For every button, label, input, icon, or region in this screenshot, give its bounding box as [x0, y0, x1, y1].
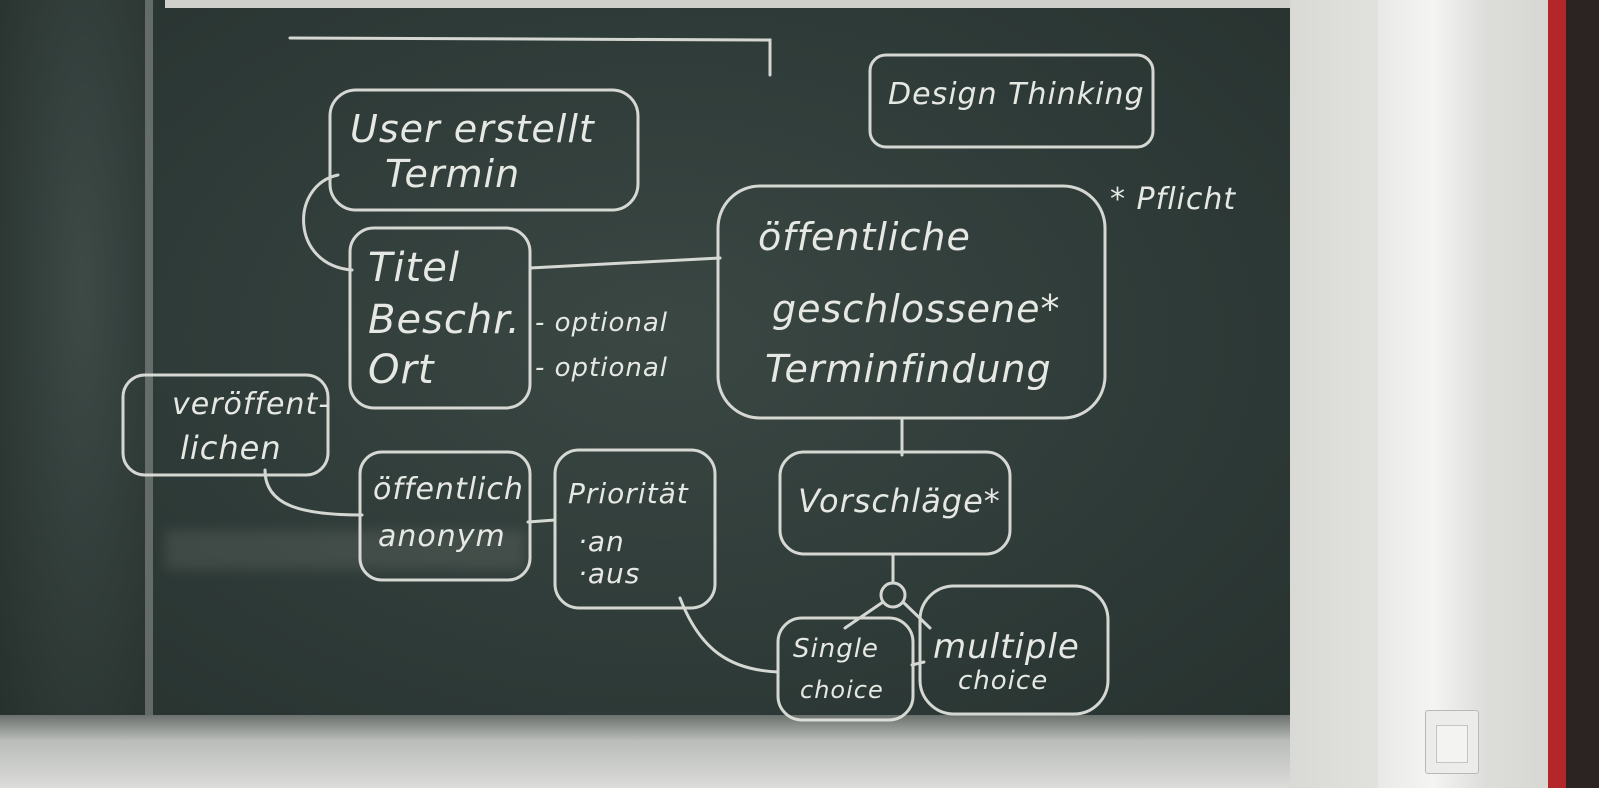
note-design-thinking: Design Thinking [888, 77, 1145, 112]
box-multiple-choice [918, 584, 1110, 716]
link-titel-public [528, 256, 722, 270]
note-titel: Titel [368, 245, 460, 291]
note-oeffentlich: öffentlich [373, 472, 524, 507]
link-prio-single [678, 596, 780, 674]
note-beschr: Beschr. [368, 297, 521, 343]
link-ver-oeff [263, 468, 364, 517]
note-single: Single [793, 634, 879, 664]
box-oeffentlich-anonym [358, 450, 532, 582]
box-vorschlaege [778, 450, 1012, 556]
box-public-closed [716, 184, 1107, 420]
chalkboard-left-panel [0, 0, 165, 725]
chalk-smear [165, 530, 525, 570]
chalk-ledge [0, 715, 1290, 788]
link-user-titel [302, 173, 354, 272]
link-or-single [843, 600, 885, 630]
note-terminfindung: Terminfindung [765, 347, 1052, 391]
note-user-creates: User erstellt [350, 107, 595, 151]
box-veroeffentlichen [121, 373, 330, 477]
note-choice-1: choice [800, 676, 884, 704]
box-titel [348, 226, 532, 410]
dark-door-edge [1566, 0, 1599, 788]
note-pflicht: * Pflicht [1110, 182, 1237, 217]
box-user-termin [328, 88, 640, 212]
note-an: ·an [578, 525, 625, 558]
note-veroeffent: veröffent- [172, 387, 331, 422]
red-door-edge [1548, 0, 1566, 788]
box-design-thinking [868, 53, 1155, 149]
note-termin: Termin [385, 152, 521, 196]
note-multiple: multiple [933, 627, 1080, 667]
chalkboard-main-panel [150, 8, 1290, 743]
board-divider [145, 0, 153, 730]
door-frame [1378, 0, 1488, 788]
link-oeff-prio [526, 518, 557, 524]
note-optional-2: - optional [535, 353, 669, 383]
box-single-choice [776, 616, 915, 722]
link-or-multiple [901, 600, 932, 630]
note-lichen: lichen [180, 429, 282, 467]
or-node [879, 581, 907, 609]
light-switch [1425, 710, 1479, 774]
note-prioritaet: Priorität [568, 477, 689, 510]
note-choice-2: choice [958, 666, 1049, 696]
box-prioritaet [553, 448, 717, 610]
note-geschlossene: geschlossene* [772, 287, 1061, 331]
note-aus: ·aus [578, 557, 641, 590]
note-vorschlaege: Vorschläge* [798, 482, 1001, 520]
note-oeffentliche: öffentliche [758, 215, 971, 259]
note-ort: Ort [368, 347, 435, 393]
note-anonym: anonym [378, 519, 506, 554]
top-line [288, 36, 772, 77]
note-optional-1: - optional [535, 308, 669, 338]
link-single-multiple [910, 660, 926, 667]
